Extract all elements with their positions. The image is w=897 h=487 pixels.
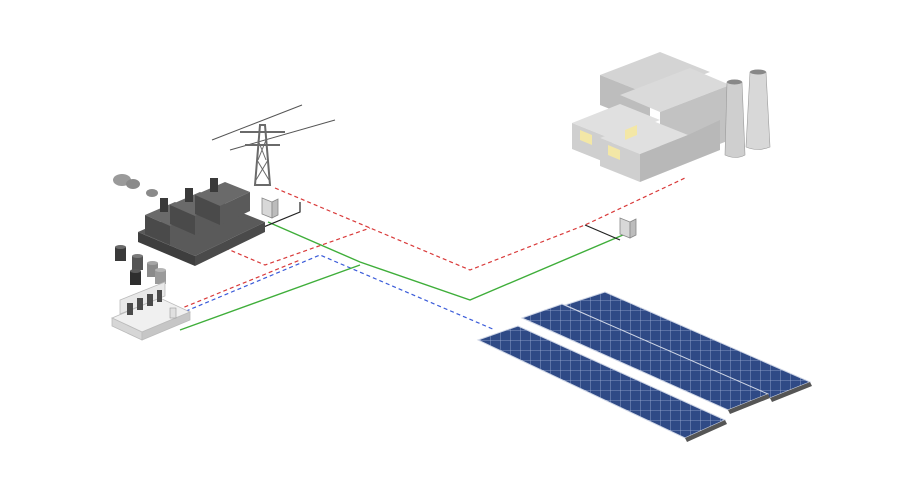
diesel-generator-icon (113, 174, 265, 285)
connections (159, 177, 686, 331)
factory-icon (572, 52, 771, 182)
combiner-box-tower-icon (261, 197, 279, 219)
control-room-icon (111, 281, 191, 341)
solar-panel-icon (476, 291, 812, 442)
red-signal-line-tower-factory (274, 177, 686, 271)
green-power-line-main (267, 221, 631, 301)
fuel-barrels (115, 245, 166, 285)
transmission-tower-icon (211, 104, 336, 186)
green-power-line-control-room (179, 264, 361, 331)
red-signal-line-generator (224, 227, 371, 266)
red-signal-line-control-room (164, 259, 301, 316)
black-cable-factory (584, 224, 621, 241)
blue-signal-line-control-room (159, 254, 496, 331)
combiner-box-factory-icon (619, 217, 637, 239)
